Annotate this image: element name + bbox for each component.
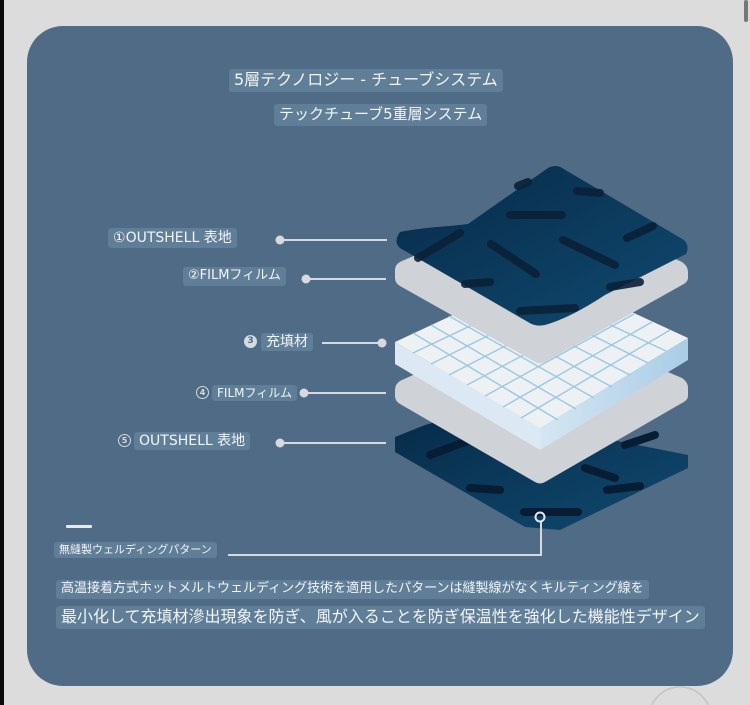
pattern-label: 無縫製ウェルディングパターン: [54, 542, 217, 559]
layer-outshell-top: [396, 166, 688, 326]
page-title: 5層テクノロジー - チューブシステム: [229, 69, 503, 92]
number-badge-5: 5: [118, 434, 131, 447]
infographic-panel: 5層テクノロジー - チューブシステム テックチューブ5重層システム: [27, 26, 733, 686]
description-line-2: 最小化して充填材滲出現象を防ぎ、風が入ることを防ぎ保温性を強化した機能性デザイン: [56, 606, 705, 629]
number-badge-4: 4: [196, 386, 209, 399]
leader-lines: [228, 235, 546, 556]
scrollbar-thumb[interactable]: [744, 0, 748, 22]
page-subtitle: テックチューブ5重層システム: [274, 104, 488, 126]
layer-label-1: ①OUTSHELL 表地: [108, 228, 237, 249]
layer-diagram: [228, 166, 688, 556]
window-edge: [0, 0, 4, 705]
layer-label-2: ②FILMフィルム: [183, 267, 286, 286]
circle-button-edge[interactable]: [640, 686, 720, 705]
number-badge-3: 3: [244, 335, 257, 348]
description-line-1: 高温接着方式ホットメルトウェルディング技術を適用したパターンは縫製線がなくキルテ…: [56, 580, 649, 599]
section-divider: [66, 525, 92, 528]
